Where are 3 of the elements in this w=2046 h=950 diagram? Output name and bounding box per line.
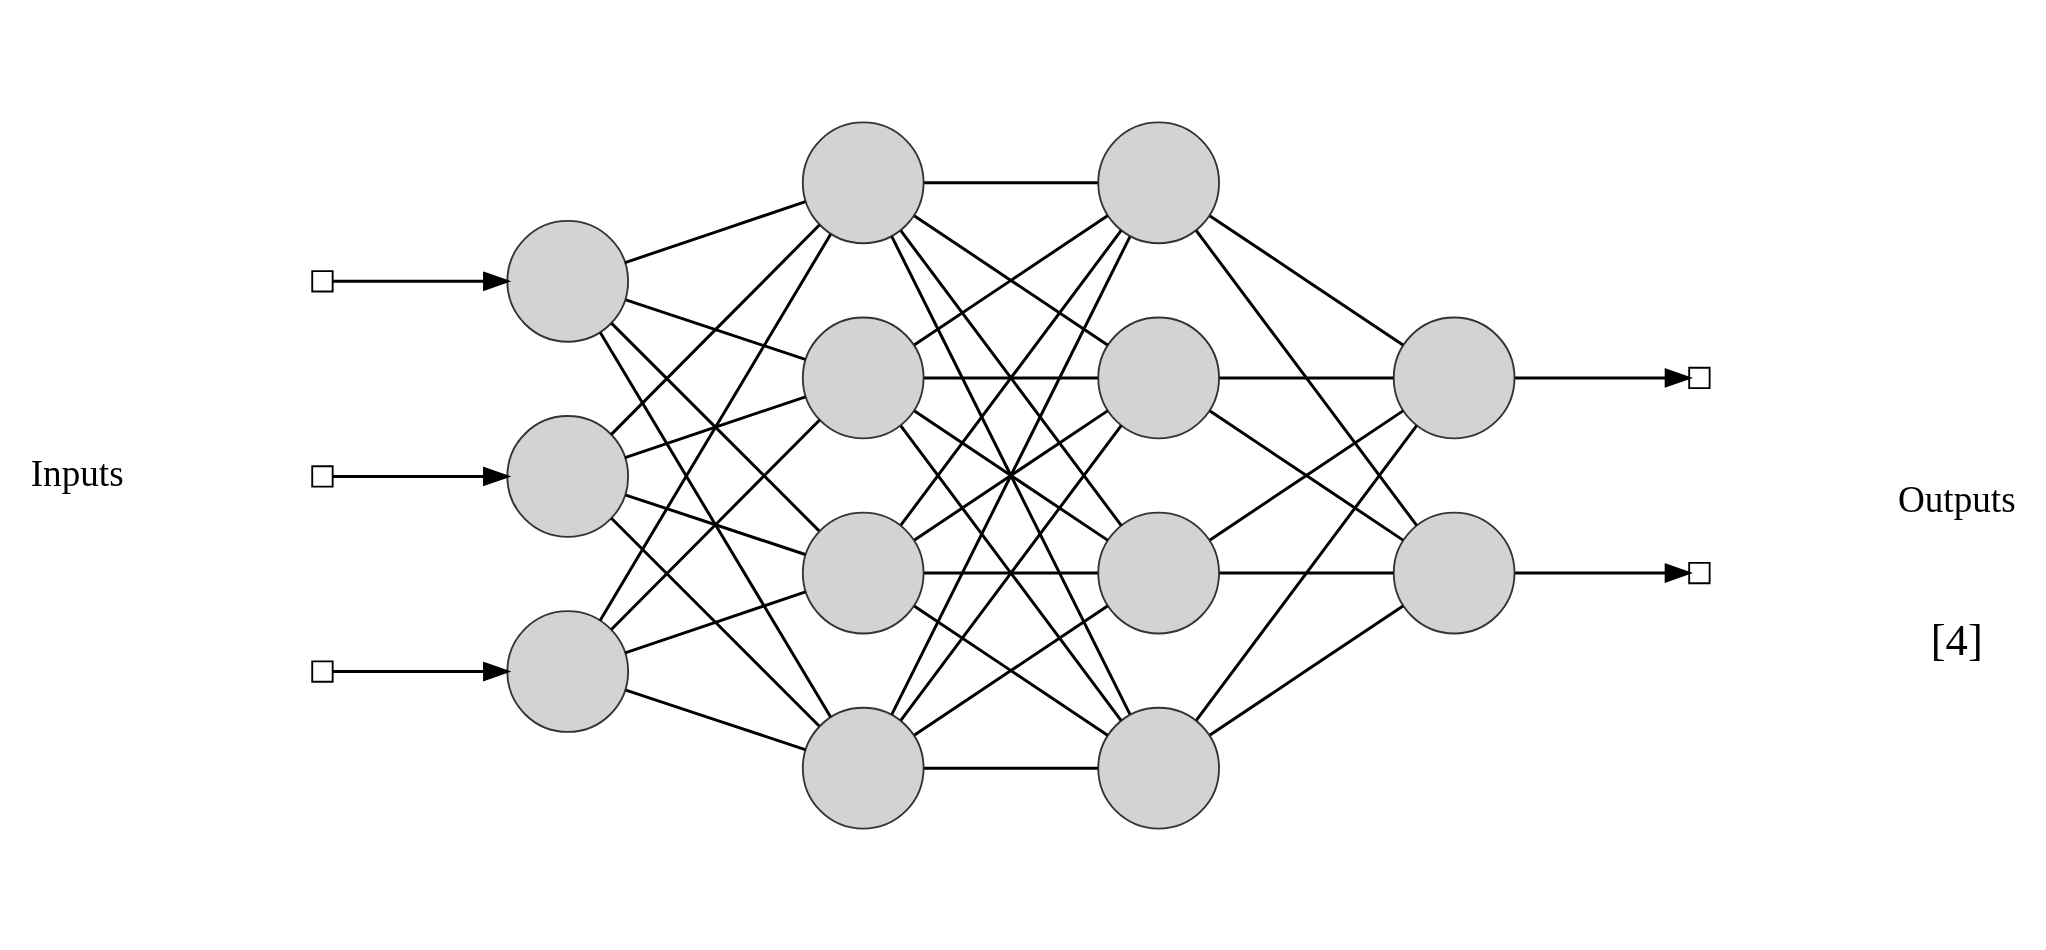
label: Inputs — [30, 452, 124, 494]
label: [4] — [1930, 614, 1983, 665]
label: Outputs — [1897, 478, 2016, 520]
